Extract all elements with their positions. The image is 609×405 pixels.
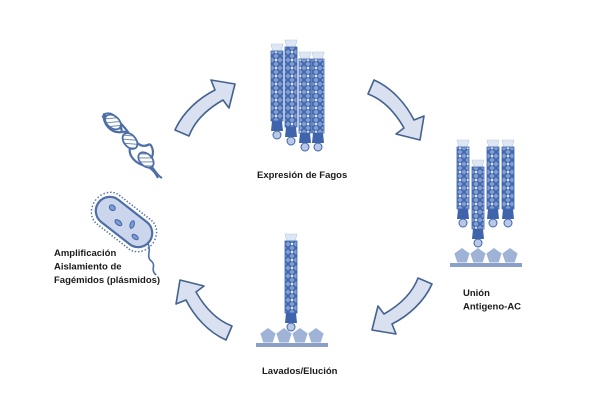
- surface-plate: [450, 263, 522, 267]
- phage-icon: [456, 139, 470, 228]
- step-label-line: Antigeno-AC: [463, 302, 521, 313]
- antigen-icon: [502, 248, 518, 263]
- phage-icon: [311, 51, 325, 152]
- step-label-expresion: Expresión de Fagos: [257, 170, 347, 181]
- antigen-icon: [454, 248, 470, 263]
- bacterium-icon: [90, 191, 158, 276]
- phage-group-expresion: [270, 39, 325, 152]
- antigen-icon: [308, 328, 324, 343]
- antigen-icon: [470, 248, 486, 263]
- phage-icon: [284, 233, 298, 332]
- surface-plate: [256, 343, 328, 347]
- phage-icon: [270, 43, 284, 140]
- antigen-surface: [256, 328, 328, 347]
- antigen-icon: [292, 328, 308, 343]
- step-label-line: Aislamiento de: [54, 262, 122, 273]
- step-label-line: Expresión de Fagos: [257, 170, 347, 181]
- phage-icon: [298, 51, 312, 152]
- step-label-lavados: Lavados/Elución: [262, 366, 338, 377]
- antigen-icon: [486, 248, 502, 263]
- antigen-icon: [260, 328, 276, 343]
- cycle-arrow-bottom-right-icon: [371, 277, 433, 335]
- phage-group-union: [450, 139, 522, 267]
- phage-icon: [284, 39, 298, 146]
- dna-helix-icon: [101, 112, 163, 179]
- phage-icon: [471, 159, 485, 248]
- cycle-arrow-top-right-icon: [367, 79, 425, 141]
- step-label-line: Fagémidos (plásmidos): [54, 275, 160, 286]
- antigen-icon: [276, 328, 292, 343]
- cycle-arrow-bottom-left-icon: [175, 279, 233, 341]
- phage-icon: [486, 139, 500, 228]
- step-label-line: Unión: [463, 288, 490, 299]
- step-label-line: Lavados/Elución: [262, 366, 338, 377]
- phage-icon: [501, 139, 515, 228]
- antigen-surface: [450, 248, 522, 267]
- cycle-arrow-top-left-icon: [174, 79, 236, 137]
- phage-group-lavados: [256, 233, 328, 347]
- step-label-line: Amplificación: [54, 248, 116, 259]
